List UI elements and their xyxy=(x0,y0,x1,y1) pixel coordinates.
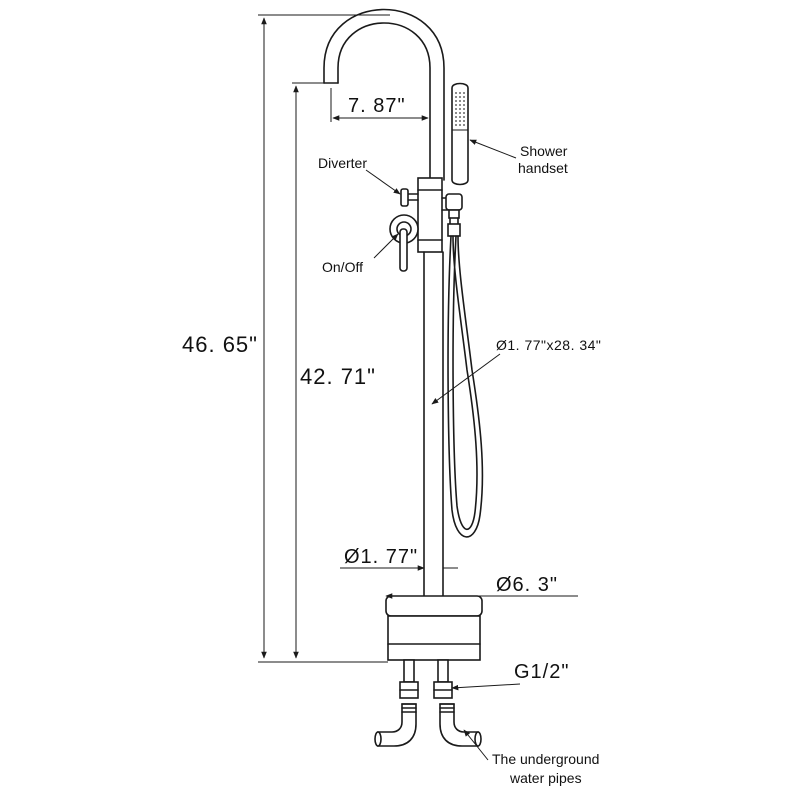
connection-label: G1/2" xyxy=(514,661,569,683)
pipes-label-line1: The underground xyxy=(492,751,599,767)
shower-label-line2: handset xyxy=(518,160,568,176)
faucet-body xyxy=(323,8,484,747)
pipes-label-line2: water pipes xyxy=(509,770,582,786)
spout-reach-label: 7. 87" xyxy=(348,95,406,117)
shower-handset xyxy=(451,82,469,186)
shower-hose xyxy=(447,235,484,538)
column-diameter-label: Ø1. 77" xyxy=(344,546,418,568)
hose-spec-label: Ø1. 77"x28. 34" xyxy=(496,337,601,353)
dimension-text: 46. 65" 42. 71" 7. 87" Ø1. 77"x28. 34" Ø… xyxy=(182,95,601,683)
valve-body xyxy=(417,177,443,253)
diverter-knob xyxy=(400,188,419,207)
floor-base xyxy=(385,595,483,661)
component-labels: Diverter On/Off Shower handset The under… xyxy=(318,143,599,786)
on-off-lever xyxy=(389,214,419,272)
gooseneck-spout xyxy=(323,8,445,181)
underground-pipes xyxy=(374,703,482,747)
handset-spray-pattern xyxy=(455,92,465,126)
total-height-label: 46. 65" xyxy=(182,332,258,357)
base-diameter-label: Ø6. 3" xyxy=(496,574,558,596)
on-off-label: On/Off xyxy=(322,259,363,275)
diverter-label: Diverter xyxy=(318,155,367,171)
dimension-lines xyxy=(258,14,578,761)
spout-height-label: 42. 71" xyxy=(300,364,376,389)
shower-label-line1: Shower xyxy=(520,143,568,159)
water-connections xyxy=(399,659,453,699)
